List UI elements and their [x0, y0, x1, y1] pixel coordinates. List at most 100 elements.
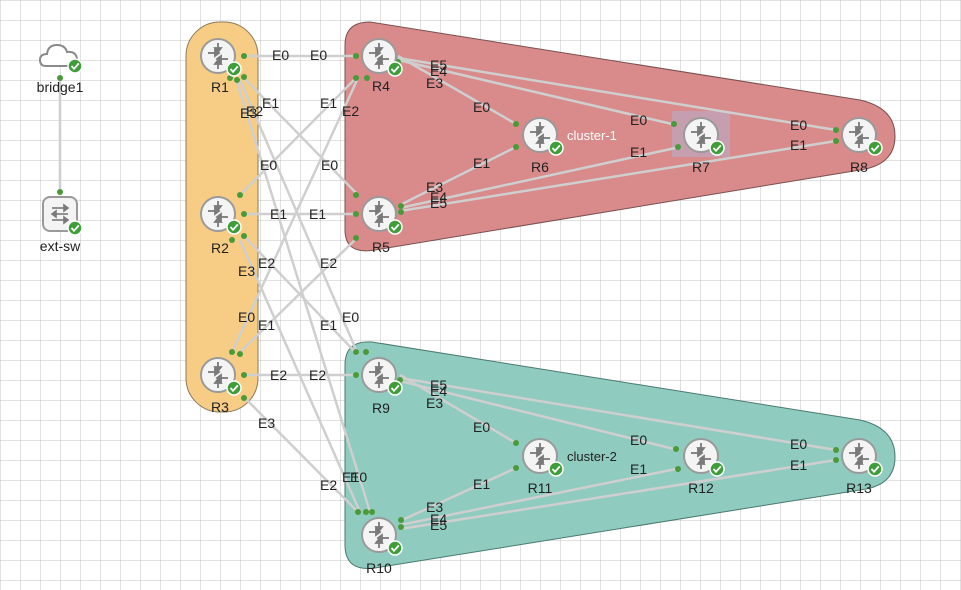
status-ok-icon [387, 61, 403, 77]
svg-text:E0: E0 [350, 469, 367, 485]
svg-text:E1: E1 [790, 137, 807, 153]
status-ok-icon [548, 140, 564, 156]
svg-text:E3: E3 [426, 499, 443, 515]
group-cluster-2 [344, 341, 896, 570]
svg-text:E4: E4 [430, 511, 447, 527]
node-bridge1[interactable]: bridge1 [37, 43, 84, 95]
links [58, 54, 837, 531]
svg-text:E2: E2 [246, 103, 263, 119]
node-r2[interactable]: R2 [200, 196, 242, 256]
node-r9[interactable]: R9 [361, 357, 403, 416]
svg-text:E0: E0 [321, 157, 338, 173]
group-cluster-1 [344, 21, 896, 252]
svg-text:E1: E1 [473, 155, 490, 171]
svg-text:E1: E1 [262, 95, 279, 111]
status-ok-icon [867, 140, 883, 156]
svg-text:E3: E3 [238, 263, 255, 279]
svg-text:E0: E0 [260, 157, 277, 173]
node-label: R6 [531, 159, 549, 175]
status-ok-icon [387, 540, 403, 556]
node-r6[interactable]: R6 [522, 117, 564, 175]
status-ok-icon [226, 61, 242, 77]
svg-text:E1: E1 [320, 317, 337, 333]
node-label: R5 [372, 239, 390, 255]
switch-arrows-icon [50, 203, 70, 225]
svg-text:E0: E0 [630, 112, 647, 128]
node-label: R4 [372, 78, 390, 94]
status-ok-icon [67, 58, 83, 74]
svg-text:E1: E1 [309, 206, 326, 222]
node-label: bridge1 [37, 79, 84, 95]
node-r7[interactable]: R7 [683, 117, 725, 175]
node-r4[interactable]: R4 [361, 38, 403, 94]
svg-text:E1: E1 [630, 144, 647, 160]
node-r3[interactable]: R3 [200, 357, 242, 415]
node-label: R12 [688, 480, 714, 496]
node-r1[interactable]: R1 [200, 38, 242, 95]
svg-text:E2: E2 [320, 255, 337, 271]
svg-text:E2: E2 [320, 477, 337, 493]
svg-text:E1: E1 [473, 476, 490, 492]
node-r12[interactable]: R12 [683, 438, 725, 496]
svg-text:E0: E0 [473, 99, 490, 115]
cluster-2-label: cluster-2 [567, 449, 617, 464]
svg-text:E3: E3 [426, 179, 443, 195]
node-r11[interactable]: R11 [522, 438, 564, 496]
port-dots [57, 53, 839, 530]
svg-text:E5: E5 [430, 57, 447, 73]
status-ok-icon [867, 461, 883, 477]
svg-text:E5: E5 [430, 195, 447, 211]
svg-text:E5: E5 [430, 517, 447, 533]
node-label: R10 [366, 560, 392, 576]
node-label: R3 [211, 399, 229, 415]
svg-text:E0: E0 [342, 309, 359, 325]
svg-text:E2: E2 [342, 103, 359, 119]
svg-text:E0: E0 [790, 436, 807, 452]
node-label: R7 [692, 159, 710, 175]
node-label: R9 [372, 400, 390, 416]
svg-text:E3: E3 [426, 395, 443, 411]
svg-text:E3: E3 [426, 75, 443, 91]
node-label: R1 [211, 79, 229, 95]
node-ext-sw[interactable]: ext-sw [40, 196, 83, 254]
svg-text:E3: E3 [258, 415, 275, 431]
svg-text:E1: E1 [342, 469, 359, 485]
status-ok-icon [387, 219, 403, 235]
status-ok-icon [67, 220, 83, 236]
node-r8[interactable]: R8 [841, 117, 883, 175]
svg-text:E4: E4 [430, 383, 447, 399]
svg-text:E0: E0 [272, 47, 289, 63]
status-ok-icon [709, 140, 725, 156]
svg-text:E0: E0 [473, 419, 490, 435]
svg-text:E2: E2 [270, 367, 287, 383]
svg-text:E0: E0 [238, 309, 255, 325]
node-r5[interactable]: R5 [361, 196, 403, 255]
node-r13[interactable]: R13 [841, 438, 883, 496]
node-r10[interactable]: R10 [361, 517, 403, 576]
svg-text:E1: E1 [270, 206, 287, 222]
svg-text:E4: E4 [430, 63, 447, 79]
status-ok-icon [548, 461, 564, 477]
svg-text:E4: E4 [430, 189, 447, 205]
node-label: ext-sw [40, 238, 81, 254]
svg-text:E1: E1 [630, 461, 647, 477]
svg-text:E1: E1 [320, 95, 337, 111]
svg-text:E3: E3 [240, 105, 257, 121]
svg-text:E2: E2 [258, 255, 275, 271]
status-ok-icon [709, 461, 725, 477]
node-label: R8 [850, 159, 868, 175]
cluster-1-label: cluster-1 [567, 128, 617, 143]
svg-text:E1: E1 [258, 317, 275, 333]
svg-text:E0: E0 [630, 432, 647, 448]
svg-text:E0: E0 [310, 47, 327, 63]
node-label: R11 [528, 480, 553, 496]
status-ok-icon [387, 380, 403, 396]
node-label: R13 [846, 480, 872, 496]
svg-text:E1: E1 [790, 457, 807, 473]
status-ok-icon [226, 380, 242, 396]
svg-text:E0: E0 [790, 117, 807, 133]
svg-text:E5: E5 [430, 377, 447, 393]
status-ok-icon [226, 219, 242, 235]
node-label: R2 [211, 240, 229, 256]
